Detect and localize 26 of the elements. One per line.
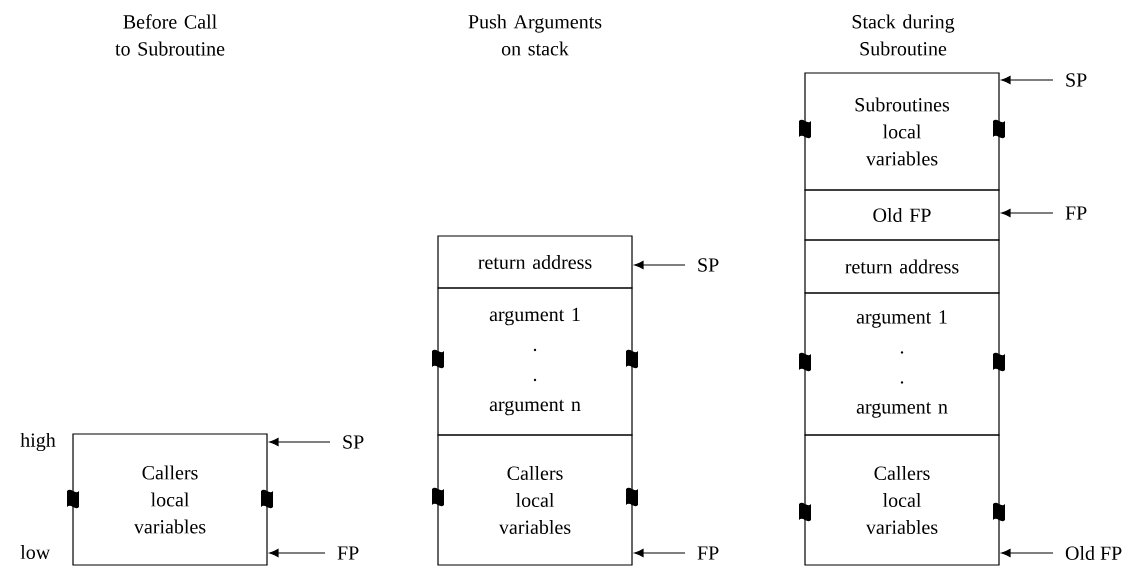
stack-cell: Callers local variables xyxy=(437,434,633,566)
pointer-label: SP xyxy=(343,435,364,449)
pointer-arrow xyxy=(1001,76,1054,84)
pointer-arrow xyxy=(1001,209,1054,217)
address-label: low xyxy=(20,544,51,560)
stack-cell: argument 1 . . argument n xyxy=(804,292,1000,436)
column-heading: Push Arguments on stack xyxy=(468,14,602,56)
pointer-arrow xyxy=(269,438,331,446)
stack-cell: Old FP xyxy=(804,189,1000,241)
stack-cell: Subroutines local variables xyxy=(804,72,1000,191)
pointer-arrow xyxy=(269,549,326,557)
pointer-label: SP xyxy=(1066,73,1087,87)
stack-cell: return address xyxy=(804,239,1000,294)
pointer-arrow xyxy=(1001,549,1054,557)
stack-cell: Callers local variables xyxy=(804,434,1000,566)
column-heading: Before Call to Subroutine xyxy=(115,14,225,56)
pointer-label: Old FP xyxy=(1065,545,1122,561)
pointer-label: SP xyxy=(698,258,719,272)
stack-cell: Callers local variables xyxy=(72,433,268,566)
stack-cell: argument 1 . . argument n xyxy=(437,287,633,436)
pointer-arrow xyxy=(634,261,686,269)
pointer-label: FP xyxy=(697,546,719,560)
pointer-label: FP xyxy=(1065,206,1087,220)
pointer-arrow xyxy=(634,549,686,557)
pointer-label: FP xyxy=(337,546,359,560)
stack-cell: return address xyxy=(437,235,633,289)
